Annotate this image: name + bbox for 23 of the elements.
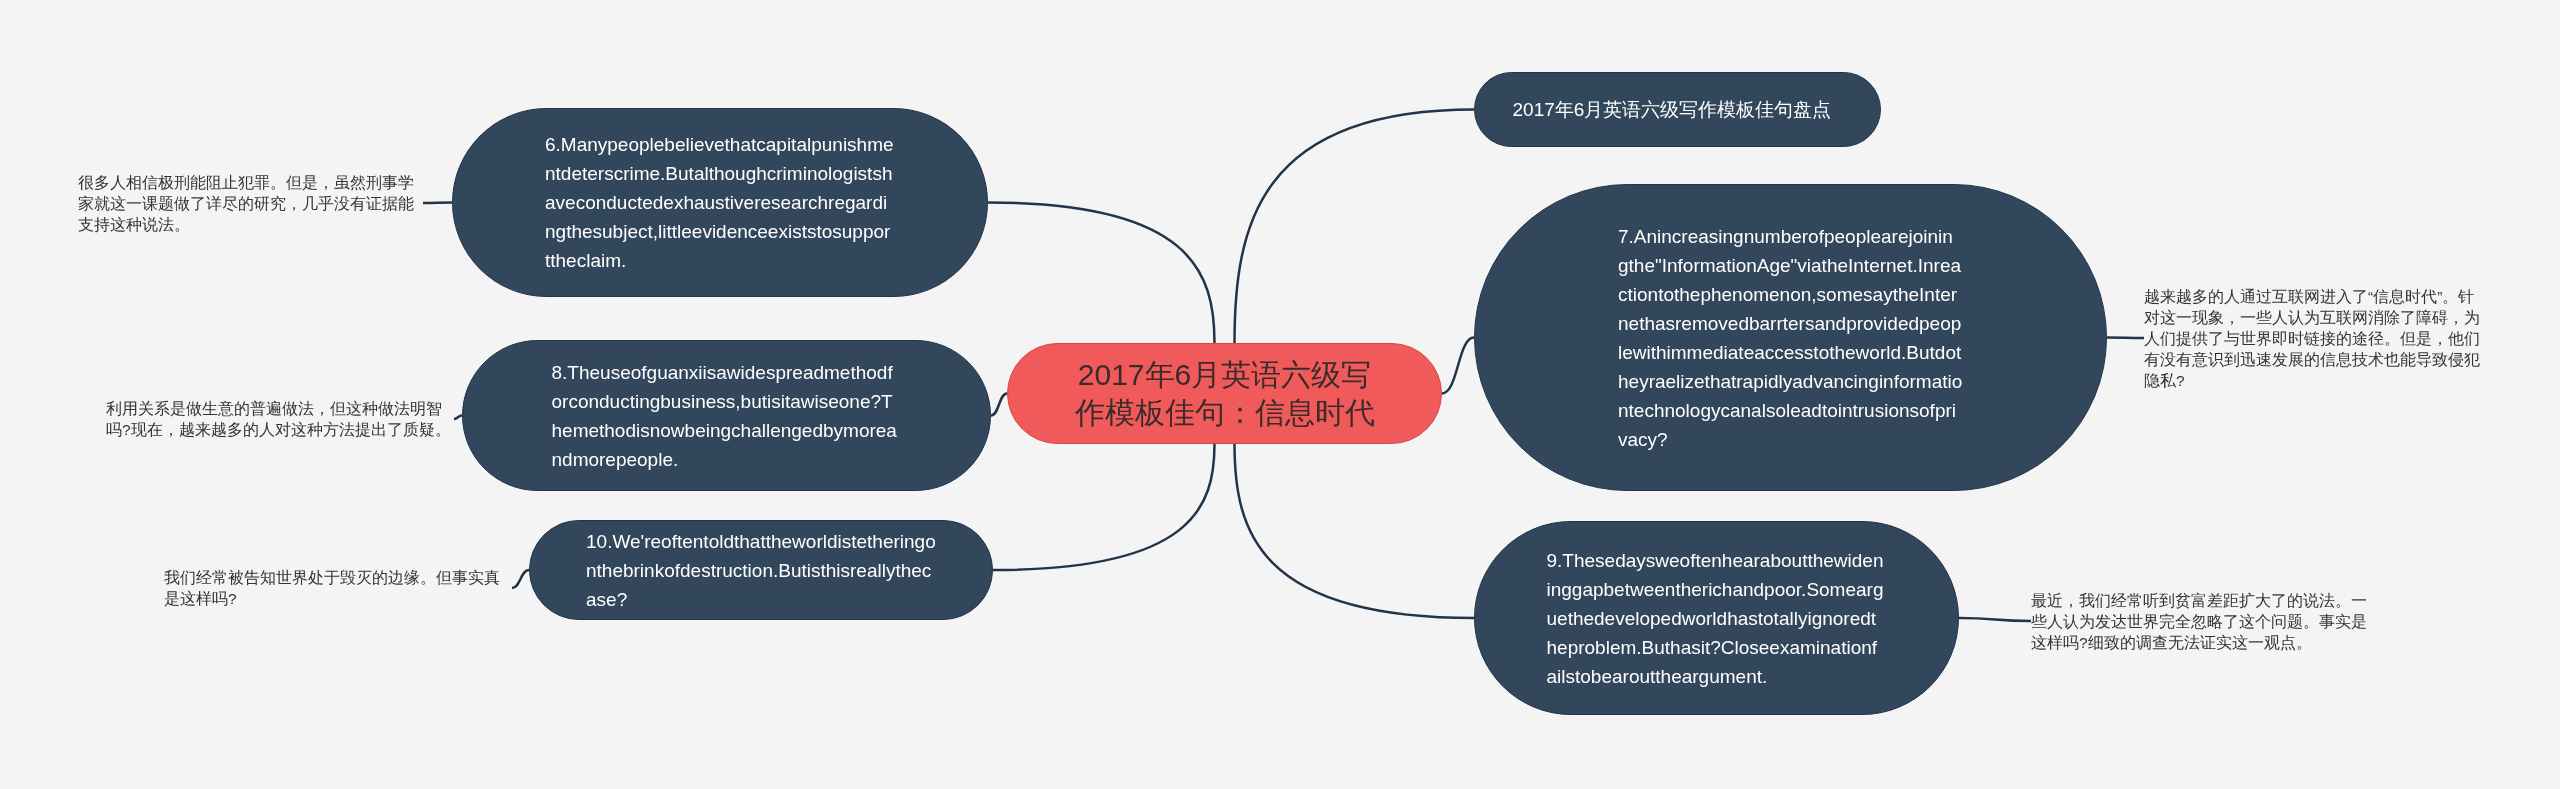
connector-line xyxy=(1441,336,1475,395)
connector-line xyxy=(1233,108,1475,344)
topic-pill: 7.Anincreasingnumberofpeoplearejoiningthe"InformationAge"viatheInternet.Inreactiontothephenomenon,somesaytheInternethasremovedbarrtersandprovidedpeoplewithimmediateaccesstotheworld.Butdotheyraelizethatrapidlyadvancinginformationtechnologycanalsoleadtointrusionsofprivacy? xyxy=(1474,184,2107,491)
note-text: 很多人相信极刑能阻止犯罪。但是，虽然刑事学家就这一课题做了详尽的研究，几乎没有证据能支持这种说法。 xyxy=(78,170,423,236)
topic-pill: 6.Manypeoplebelievethatcapitalpunishmentdeterscrime.Butalthoughcriminologistshaveconductedexhaustiveresearchregardingthesubject,littleevidenceexiststosupporttheclaim. xyxy=(452,108,988,297)
connector-line xyxy=(987,201,1216,344)
note-text: 最近，我们经常听到贫富差距扩大了的说法。一些人认为发达世界完全忽略了这个问题。事实是这样吗?细致的调查无法证实这一观点。 xyxy=(2031,588,2376,654)
connector-line xyxy=(1959,616,2031,623)
topic-pill: 10.We'reoftentoldthattheworldistetheringonthebrinkofdestruction.Butisthisreallythecase? xyxy=(529,520,993,620)
connector-line xyxy=(992,443,1216,572)
note-text: 越来越多的人通过互联网进入了“信息时代”。针对这一现象，一些人认为互联网消除了障碍，为人们提供了与世界即时链接的途径。但是，他们有没有意识到迅速发展的信息技术也能导致侵犯隐私? xyxy=(2144,283,2489,393)
note-text: 利用关系是做生意的普遍做法，但这种做法明智吗?现在，越来越多的人对这种方法提出了质疑。 xyxy=(106,387,454,451)
connector-line xyxy=(453,414,463,421)
connector-line xyxy=(1233,443,1475,620)
central-topic: 2017年6月英语六级写作模板佳句：信息时代 xyxy=(1007,343,1442,444)
topic-pill: 9.Thesedaysweoftenhearaboutthewideninggapbetweentherichandpoor.Somearguethedevelopedworldhastotallyignoredtheproblem.Buthasit?Closeexaminationfailstobearouttheargument. xyxy=(1474,521,1959,715)
connector-line xyxy=(511,568,530,590)
note-text: 我们经常被告知世界处于毁灭的边缘。但事实真是这样吗? xyxy=(164,566,512,610)
connector-line xyxy=(990,392,1008,417)
connector-line xyxy=(2107,336,2144,340)
connector-line xyxy=(423,201,452,205)
topic-pill: 8.Theuseofguanxiisawidespreadmethodforconductingbusiness,butisitawiseone?Themethodisnowbeingchallengedbymoreandmorepeople. xyxy=(462,340,991,491)
topic-pill: 2017年6月英语六级写作模板佳句盘点 xyxy=(1474,72,1881,147)
